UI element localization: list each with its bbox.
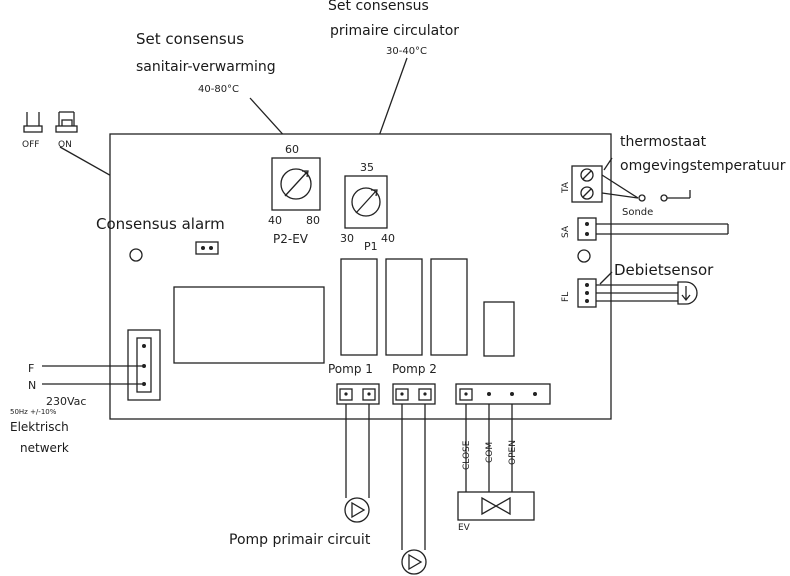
dial-p1-left: 30 [340, 232, 354, 245]
ta-label: TA [561, 181, 571, 194]
mounting-hole-left [129, 248, 143, 262]
consensus-alarm-label: Consensus alarm [96, 215, 225, 233]
fl-label: FL [561, 292, 571, 302]
voltage-label: 230Vac [46, 395, 86, 408]
sonde-label: Sonde [622, 207, 653, 218]
ev-connector [455, 383, 551, 405]
ta-contact-a [638, 194, 646, 202]
off-label: OFF [22, 140, 39, 150]
relay-2 [385, 258, 423, 356]
relay-3 [430, 258, 468, 356]
primaire-title-line1: Set consensus [328, 0, 429, 14]
elektrisch-line2: netwerk [20, 441, 69, 455]
pomp2-label: Pomp 2 [392, 362, 437, 376]
sanitair-title-line2: sanitair-verwarming [136, 59, 276, 75]
off-switch-icon [23, 112, 43, 133]
pomp1-label: Pomp 1 [328, 362, 373, 376]
dial-p1-right: 40 [381, 232, 395, 245]
power-connector [127, 329, 161, 401]
pomp2-connector [392, 383, 436, 405]
open-label: OPEN [508, 440, 518, 465]
ta-terminal [571, 165, 603, 203]
on-switch-icon [55, 111, 78, 133]
com-label: COM [485, 442, 495, 463]
ta-contact-b [660, 194, 668, 202]
pump-primair-icon [344, 497, 370, 523]
alarm-connector-icon [195, 241, 219, 255]
leader-debietsensor [599, 271, 613, 285]
primaire-range: 30-40°C [386, 46, 427, 57]
ta-wire-2 [601, 192, 639, 199]
dial-p2-right: 80 [306, 214, 320, 227]
sanitair-title-line1: Set consensus [136, 30, 244, 48]
on-label: ON [58, 140, 72, 150]
thermostaat-line2: omgevingstemperatuur [620, 158, 786, 174]
flow-sensor-icon [677, 281, 698, 305]
leader-sanitair [249, 97, 289, 141]
elektrisch-line1: Elektrisch [10, 420, 69, 434]
sa-label: SA [561, 225, 571, 238]
dial-p2-name: P2-EV [273, 232, 309, 246]
n-label: N [28, 379, 36, 392]
freq-label: 50Hz +/-10% [10, 408, 57, 416]
fl-connector [577, 278, 597, 308]
debietsensor-label: Debietsensor [614, 261, 714, 279]
close-label: CLOSE [462, 440, 472, 470]
dial-p1[interactable]: 35 30 40 P1 [340, 161, 395, 253]
leader-thermostaat [603, 157, 613, 171]
mounting-hole-right [577, 249, 591, 263]
relay-block [173, 286, 325, 364]
primaire-title-line2: primaire circulator [330, 23, 459, 39]
ta-wire-1 [601, 174, 639, 199]
valve-icon [457, 491, 535, 521]
dial-p1-name: P1 [364, 240, 378, 253]
component-small [483, 301, 515, 357]
sanitair-range: 40-80°C [198, 84, 239, 95]
relay-1 [340, 258, 378, 356]
dial-p2-ev[interactable]: 60 40 80 P2-EV [268, 143, 321, 246]
ev-label: EV [458, 523, 471, 533]
sa-connector [577, 217, 597, 241]
dial-p2-left: 40 [268, 214, 282, 227]
pomp-primair-label: Pomp primair circuit [229, 532, 371, 548]
thermostaat-line1: thermostaat [620, 134, 707, 150]
dial-p2-top: 60 [285, 143, 299, 156]
f-label: F [28, 362, 34, 375]
dial-p1-top: 35 [360, 161, 374, 174]
pump-2-icon [401, 549, 427, 575]
pomp1-connector [336, 383, 380, 405]
